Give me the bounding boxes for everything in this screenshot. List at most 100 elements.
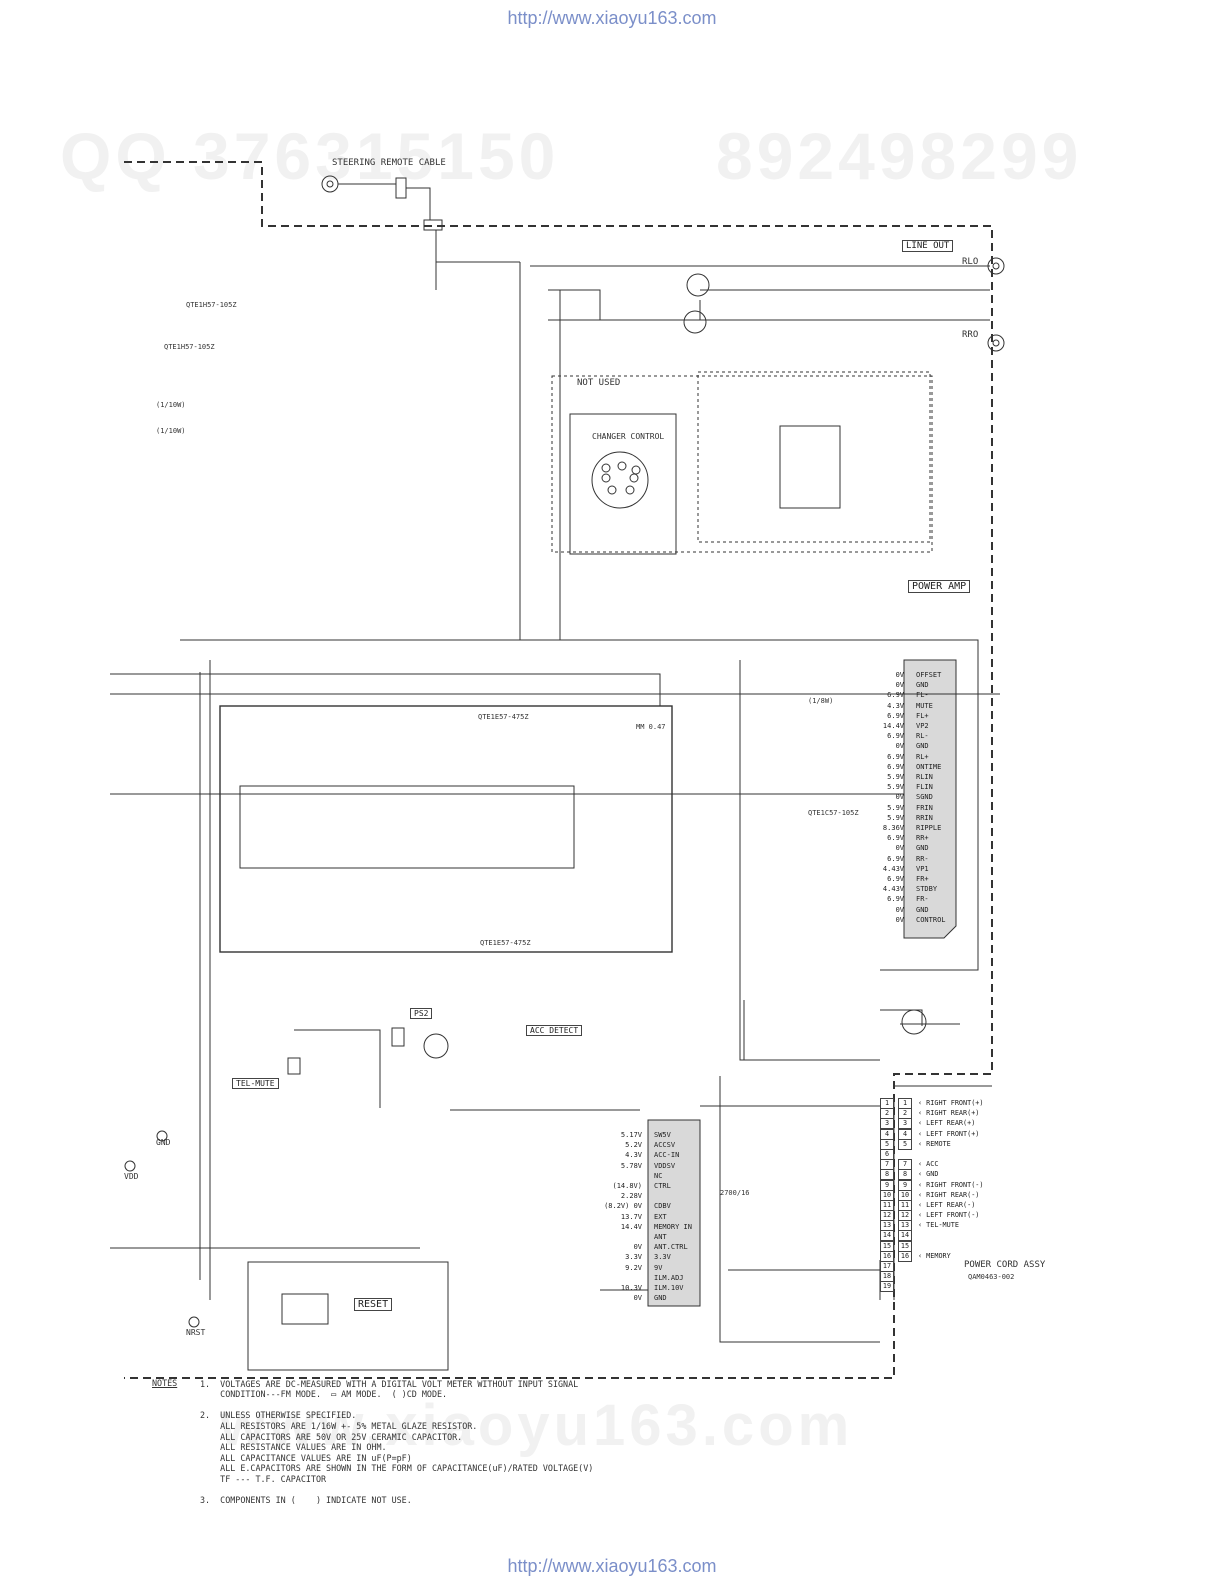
cord-pin-number: 19 (880, 1281, 894, 1293)
power-amp-pin-row: 5.9V RRIN (878, 813, 946, 823)
power-amp-pin-name: RR- (916, 854, 929, 863)
regulator-pin-voltage: 3.3V (625, 1253, 642, 1262)
power-amp-pin-voltage: 6.9V (887, 834, 904, 843)
regulator-pin-voltage: 14.4V (620, 1222, 642, 1231)
power-amp-pin-name: FLIN (916, 783, 933, 792)
cord-pin-label: ‹ RIGHT FRONT(+) (918, 1099, 984, 1107)
notes-line: ALL CAPACITANCE VALUES ARE IN uF(P=pF) (200, 1452, 412, 1463)
power-amp-pin-name: RLIN (916, 773, 933, 782)
power-amp-pin-name: GND (916, 905, 929, 914)
footer-url[interactable]: http://www.xiaoyu163.com (507, 1556, 717, 1576)
power-amp-pin-name: FR- (916, 895, 929, 904)
steering-remote-cable-label: STEERING REMOTE CABLE (332, 158, 446, 168)
power-amp-pin-voltage: 0V (895, 915, 904, 924)
power-amp-pin-voltage: 5.9V (887, 773, 904, 782)
regulator-pin-row: NC (594, 1171, 692, 1181)
regulator-pin-name: ANT (654, 1233, 667, 1242)
regulator-pin-voltage: (8.2V) 0V (604, 1202, 642, 1211)
power-cord-pin-row: 19 (880, 1281, 983, 1293)
power-amp-pin-name: MUTE (916, 701, 933, 710)
power-amp-pin-name: RR+ (916, 834, 929, 843)
regulator-pin-voltage: 5.17V (620, 1131, 642, 1139)
cord-pin-label: ‹ RIGHT REAR(+) (918, 1109, 980, 1118)
power-cord-assy-label: POWER CORD ASSY (964, 1260, 1046, 1270)
regulator-pin-name: ILM.ADJ (654, 1273, 684, 1282)
power-amp-pin-name: OFFSET (916, 671, 942, 679)
regulator-pin-name: 3.3V (654, 1253, 671, 1262)
notes-line: ALL E.CAPACITORS ARE SHOWN IN THE FORM O… (200, 1463, 594, 1474)
regulator-ic (647, 1119, 701, 1307)
cord-pin-label: ‹ LEFT REAR(+) (918, 1119, 976, 1128)
rro-jack (987, 334, 1005, 352)
power-amp-pin-name: FL+ (916, 711, 929, 720)
power-amp-pin-name: RIPPLE (916, 824, 942, 833)
power-cord-pin-row: 18 (880, 1271, 983, 1283)
notes-line: 2. UNLESS OTHERWISE SPECIFIED. (200, 1410, 357, 1421)
rlo-jack (987, 257, 1005, 275)
regulator-pin-voltage: 13.7V (620, 1212, 642, 1221)
power-amp-pin-name: RRIN (916, 813, 933, 822)
power-amp-pin-voltage: 6.9V (887, 691, 904, 700)
regulator-pin-name: EXT (654, 1212, 667, 1221)
board-boundary (124, 161, 993, 1379)
cord-pin-number-2: 16 (898, 1250, 912, 1262)
audio-processor-ic (239, 785, 575, 869)
cord-pin-label: ‹ RIGHT REAR(-) (918, 1190, 980, 1199)
regulator-pin-voltage: 5.78V (620, 1161, 642, 1170)
reset-region (247, 1261, 449, 1371)
header-url[interactable]: http://www.xiaoyu163.com (507, 8, 717, 28)
regulator-pin-name: SW5V (654, 1131, 671, 1139)
power-amp-pin-voltage: 4.3V (887, 701, 904, 710)
notes-line: 3. COMPONENTS IN ( ) INDICATE NOT USE. (200, 1495, 412, 1506)
regulator-pin-voltage: 0V (633, 1294, 642, 1303)
regulator-pin-name: NC (654, 1171, 663, 1180)
power-amp-pin-voltage: 0V (895, 793, 904, 802)
power-amp-pin-voltage: 5.9V (887, 813, 904, 822)
power-cord-pin-row: 17 (880, 1261, 983, 1272)
power-amp-pin-voltage: 4.43V (882, 885, 904, 894)
power-amp-pin-row: 4.3V MUTE (878, 701, 946, 711)
resistor-tenth-watt-b: (1/10W) (156, 427, 186, 435)
vdd-label: VDD (124, 1172, 139, 1181)
power-amp-pin-row: 5.9V RLIN (878, 772, 946, 782)
power-amp-pin-name: GND (916, 844, 929, 853)
power-amp-pin-voltage: 0V (895, 681, 904, 690)
power-amp-pin-name: ONTIME (916, 762, 942, 771)
qte-top-label: QTE1H57-105Z (186, 301, 237, 309)
regulator-pin-voltage: 4.3V (625, 1151, 642, 1160)
power-amp-ic (903, 659, 957, 939)
power-amp-pin-voltage: 14.4V (882, 722, 904, 731)
watermark-site: www.xiaoyu163.com (220, 1393, 854, 1458)
not-used-label: NOT USED (577, 378, 621, 388)
power-amp-pin-name: VP2 (916, 722, 929, 731)
cord-pin-label: ‹ LEFT FRONT(-) (918, 1211, 980, 1220)
watermark-phone: 892498299 (716, 119, 1083, 193)
regulator-pin-voltage (594, 1171, 642, 1181)
ps2-label: PS2 (410, 1008, 433, 1019)
regulator-pin-voltage: 0V (633, 1243, 642, 1252)
ecap-2700-label: 2700/16 (720, 1189, 750, 1197)
qte-ic-bottom-label: QTE1E57-475Z (480, 939, 531, 947)
power-amp-pin-voltage: 6.9V (887, 752, 904, 761)
